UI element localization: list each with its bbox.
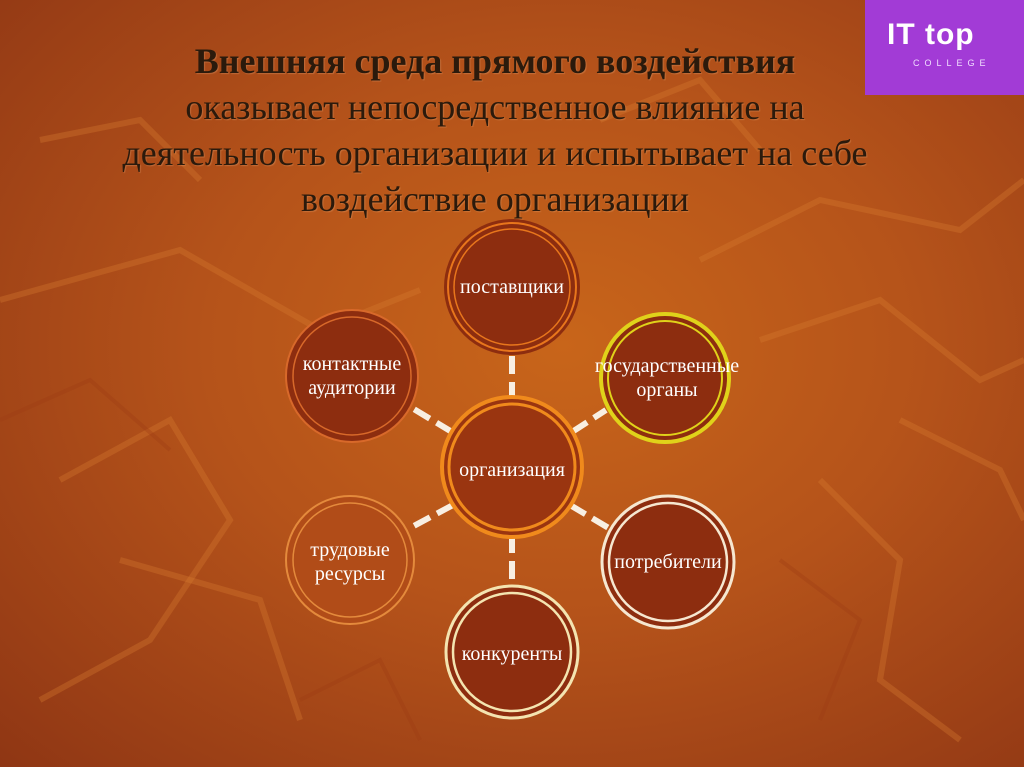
label-audiences: контактные аудитории — [303, 352, 401, 400]
label-government-line2: органы — [636, 379, 698, 401]
node-labor — [285, 495, 415, 625]
it-top-college-logo: IT top COLLEGE — [865, 0, 1024, 95]
label-audiences-line2: аудитории — [308, 377, 396, 399]
title-line-1: оказывает непосредственное влияние на — [185, 87, 805, 127]
label-government: государственные органы — [595, 354, 739, 402]
label-labor-line1: трудовые — [310, 539, 390, 561]
label-consumers: потребители — [614, 551, 722, 573]
title-line-2: деятельность организации и испытывает на… — [122, 133, 868, 173]
slide-title: Внешняя среда прямого воздействия оказыв… — [20, 38, 970, 222]
label-labor-line2: ресурсы — [314, 563, 386, 585]
logo-subtext: COLLEGE — [913, 58, 991, 68]
label-government-line1: государственные — [594, 355, 740, 377]
node-suppliers — [444, 219, 580, 355]
label-audiences-line1: контактные — [302, 353, 402, 375]
label-suppliers: поставщики — [460, 276, 564, 298]
node-consumers — [600, 494, 736, 630]
label-labor: трудовые ресурсы — [310, 538, 389, 586]
title-line-3: воздействие организации — [300, 179, 690, 219]
logo-text: IT top — [887, 18, 975, 51]
node-audiences — [285, 309, 419, 443]
label-competitors: конкуренты — [461, 643, 563, 665]
node-organization — [440, 395, 584, 539]
node-government — [599, 312, 731, 444]
connector-government — [570, 407, 608, 435]
connector-labor — [408, 502, 455, 531]
connector-consumers — [568, 502, 614, 533]
connector-audiences — [410, 405, 454, 435]
node-competitors — [444, 584, 580, 720]
label-organization: организация — [459, 459, 565, 481]
title-bold: Внешняя среда прямого воздействия — [194, 41, 796, 81]
